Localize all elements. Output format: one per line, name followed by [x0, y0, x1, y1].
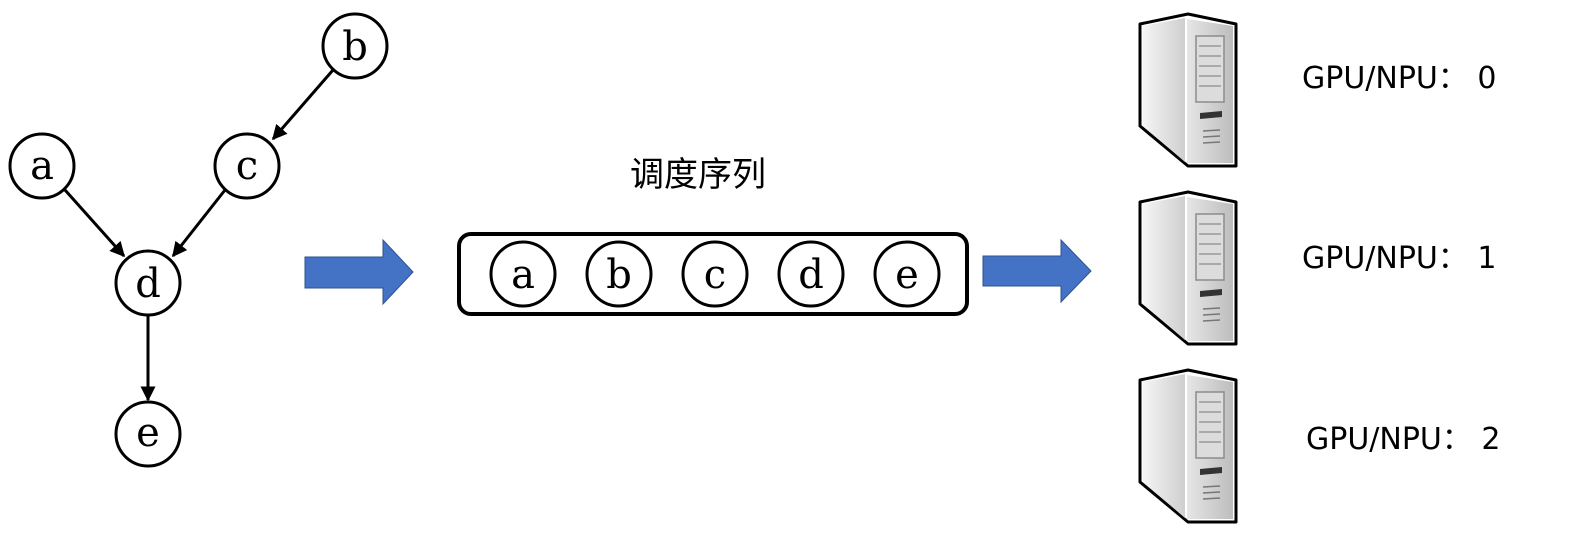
server-label: GPU/NPU： 1 — [1302, 241, 1497, 276]
graph-node-label: e — [136, 410, 160, 456]
graph-node-label: d — [135, 261, 161, 307]
sequence-item-label: e — [895, 252, 919, 298]
graph-node-label: c — [236, 143, 258, 189]
sequence-item-label: d — [798, 252, 824, 298]
server-0: GPU/NPU： 0 — [1138, 12, 1497, 168]
block-arrow-to-sequence — [304, 238, 414, 306]
sequence-item-label: a — [511, 252, 535, 298]
sequence-title: 调度序列 — [630, 155, 766, 195]
graph-node-a: a — [8, 132, 76, 200]
sequence-item-b: b — [585, 240, 653, 308]
graph-node-e: e — [114, 400, 182, 468]
server-icon — [1138, 190, 1238, 346]
server-label: GPU/NPU： 2 — [1306, 422, 1501, 457]
edge-b-c — [271, 69, 335, 141]
schedule-sequence: 调度序列 a b c d e — [457, 155, 969, 316]
server-icon — [1138, 12, 1238, 168]
server-1: GPU/NPU： 1 — [1138, 190, 1497, 346]
block-arrow-to-servers — [982, 238, 1092, 304]
server-label: GPU/NPU： 0 — [1302, 61, 1497, 96]
sequence-item-label: b — [606, 252, 632, 298]
graph-node-b: b — [321, 12, 389, 80]
edge-c-d — [171, 189, 227, 258]
server-2: GPU/NPU： 2 — [1138, 368, 1501, 524]
sequence-item-label: c — [704, 252, 726, 298]
sequence-item-d: d — [777, 240, 845, 308]
sequence-item-c: c — [681, 240, 749, 308]
sequence-item-a: a — [489, 240, 557, 308]
graph-node-c: c — [213, 132, 281, 200]
task-graph: a b c d e — [8, 12, 389, 468]
edge-a-d — [63, 189, 126, 258]
sequence-item-e: e — [873, 240, 941, 308]
server-icon — [1138, 368, 1238, 524]
graph-node-label: b — [342, 24, 368, 70]
graph-node-d: d — [114, 249, 182, 317]
graph-node-label: a — [30, 143, 54, 189]
